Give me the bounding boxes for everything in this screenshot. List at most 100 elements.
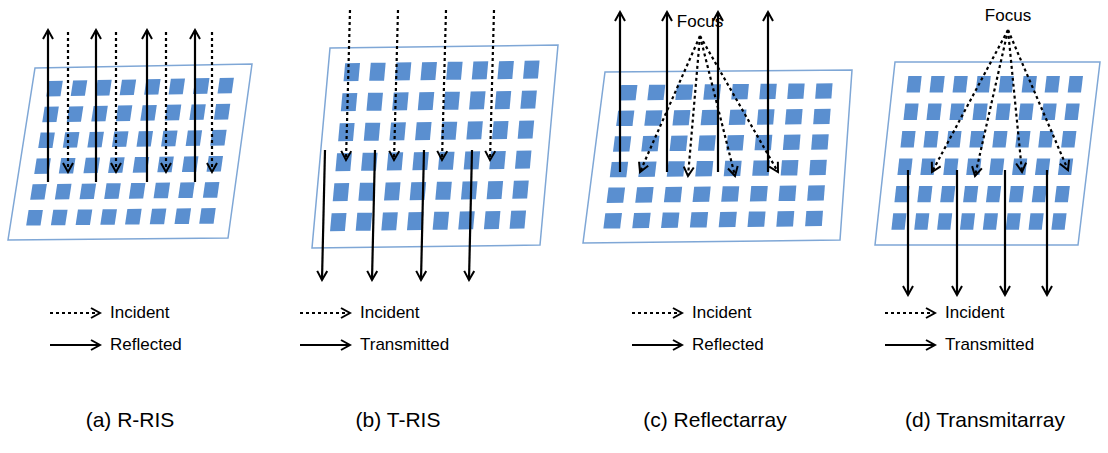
incident-arrow xyxy=(1008,30,1068,170)
unit-cell xyxy=(169,79,185,95)
unit-cell xyxy=(635,187,653,203)
unit-cell xyxy=(71,80,88,96)
unit-cell xyxy=(930,76,945,92)
unit-cell xyxy=(903,104,918,120)
reflected-arrow xyxy=(666,12,668,172)
unit-cell xyxy=(1064,104,1079,120)
legend-sample-incident xyxy=(885,312,935,314)
reflected-arrow xyxy=(146,30,148,182)
unit-cell xyxy=(199,208,216,224)
unit-cell xyxy=(1029,213,1044,229)
unit-cell xyxy=(67,106,84,122)
unit-cell xyxy=(1038,131,1053,147)
unit-cell xyxy=(161,131,177,147)
incident-arrow xyxy=(688,36,700,176)
unit-cell xyxy=(897,158,912,174)
unit-cell xyxy=(805,211,823,226)
legend-text: Transmitted xyxy=(945,336,1034,355)
unit-cell xyxy=(672,110,690,126)
legend-sample-outgoing xyxy=(632,344,682,346)
unit-cell xyxy=(701,110,719,125)
unit-cell xyxy=(813,109,830,124)
unit-cell xyxy=(920,158,935,174)
legend-sample-incident xyxy=(50,312,100,314)
reflected-arrow xyxy=(767,12,769,172)
legend-text: Transmitted xyxy=(360,336,449,355)
unit-cell xyxy=(384,182,400,200)
unit-cell xyxy=(125,209,142,225)
incident-arrow xyxy=(67,32,69,172)
unit-cell xyxy=(667,161,685,177)
unit-cell xyxy=(641,136,659,152)
unit-cell xyxy=(778,186,796,201)
unit-cell xyxy=(661,212,679,228)
unit-cell xyxy=(747,211,765,227)
incident-arrow xyxy=(1008,30,1022,172)
unit-cell xyxy=(364,123,380,141)
metasurface-plate xyxy=(312,45,558,248)
legend-sample-outgoing xyxy=(885,344,935,346)
unit-cell xyxy=(815,83,832,98)
unit-cell xyxy=(1058,158,1073,174)
unit-cell xyxy=(461,181,477,199)
unit-cell xyxy=(523,61,539,79)
unit-cell xyxy=(619,85,637,101)
unit-cell xyxy=(420,62,436,80)
unit-cell xyxy=(469,91,485,109)
transmitted-arrow xyxy=(469,150,472,280)
unit-cell xyxy=(963,186,978,202)
unit-cell xyxy=(972,104,987,120)
unit-cell xyxy=(891,213,906,229)
unit-cell xyxy=(218,78,234,94)
unit-cell xyxy=(341,93,357,111)
unit-cell xyxy=(154,183,171,199)
transmitted-arrow xyxy=(956,170,958,295)
unit-cell xyxy=(446,62,462,80)
unit-cell xyxy=(670,136,688,152)
incident-arrow xyxy=(490,10,494,160)
unit-cell xyxy=(613,136,631,152)
unit-cell xyxy=(900,131,915,147)
unit-cell xyxy=(1006,213,1021,229)
unit-cell xyxy=(698,135,716,151)
unit-cell xyxy=(30,184,47,200)
unit-cell xyxy=(369,63,385,81)
unit-cell xyxy=(407,212,423,230)
reflected-arrow xyxy=(47,30,49,182)
reflected-arrow xyxy=(619,12,621,172)
unit-cell xyxy=(418,92,434,110)
unit-cell xyxy=(489,151,505,169)
unit-cell xyxy=(729,110,747,125)
transmitted-arrow xyxy=(322,150,325,280)
unit-cell xyxy=(112,131,129,147)
unit-cell xyxy=(412,152,428,170)
unit-cell xyxy=(484,211,500,229)
unit-cell xyxy=(515,151,531,169)
unit-cell xyxy=(433,212,449,230)
unit-cell xyxy=(914,213,929,229)
unit-cell xyxy=(330,213,346,231)
unit-cell xyxy=(333,183,349,201)
unit-cell xyxy=(757,109,775,124)
unit-cell xyxy=(104,183,121,199)
unit-cell xyxy=(647,85,665,101)
unit-cell xyxy=(644,110,662,126)
unit-cell xyxy=(492,121,508,139)
incident-arrow xyxy=(115,32,117,172)
unit-cell xyxy=(992,131,1007,147)
unit-cell xyxy=(603,213,622,229)
unit-cell xyxy=(969,131,984,147)
unit-cell xyxy=(510,211,526,229)
unit-cell xyxy=(495,91,511,109)
unit-cell xyxy=(38,132,55,148)
unit-cell xyxy=(389,122,405,140)
legend-sample-incident xyxy=(632,312,682,314)
unit-cell xyxy=(116,105,133,121)
unit-cell xyxy=(807,185,825,200)
unit-cell xyxy=(776,211,794,227)
unit-cell xyxy=(940,186,955,202)
panel-caption: (b) T-RIS xyxy=(356,408,441,431)
legend-text: Reflected xyxy=(692,336,764,355)
unit-cell xyxy=(487,181,503,199)
